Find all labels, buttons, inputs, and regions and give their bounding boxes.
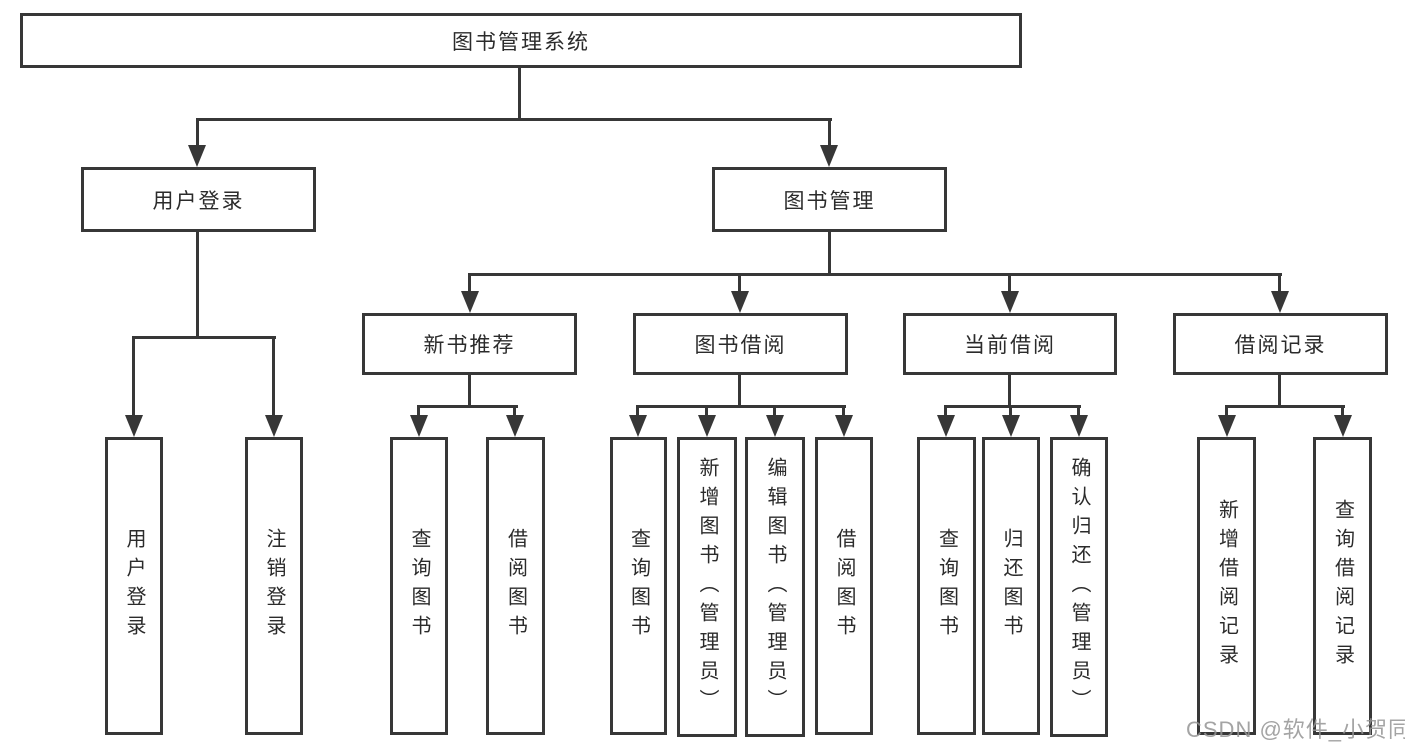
leaf-confirm-return-admin-label: 确认归还（管理员） (1068, 456, 1090, 718)
arrow-down-icon (820, 145, 838, 167)
leaf-logout-login: 注销登录 (245, 437, 303, 735)
node-root: 图书管理系统 (20, 13, 1022, 68)
leaf-add-book-admin-label: 新增图书（管理员） (696, 456, 718, 718)
node-current-borrow-label: 当前借阅 (964, 334, 1056, 357)
arrow-down-icon (731, 291, 749, 313)
leaf-return-book: 归还图书 (982, 437, 1040, 735)
leaf-borrow-books-label: 借阅图书 (833, 528, 855, 644)
connector-line (468, 374, 471, 408)
leaf-query-books-recommend-label: 查询图书 (408, 528, 430, 644)
arrow-down-icon (629, 415, 647, 437)
connector-line (468, 273, 1282, 276)
arrow-down-icon (265, 415, 283, 437)
connector-line (196, 231, 199, 339)
arrow-down-icon (1218, 415, 1236, 437)
connector-line (196, 118, 832, 121)
leaf-query-books-current-label: 查询图书 (935, 528, 958, 644)
arrow-down-icon (1001, 291, 1019, 313)
leaf-edit-book-admin: 编辑图书（管理员） (745, 437, 805, 737)
leaf-query-borrow-record: 查询借阅记录 (1313, 437, 1372, 735)
connector-line (636, 405, 846, 408)
leaf-borrow-books-recommend-label: 借阅图书 (504, 528, 527, 644)
arrow-down-icon (698, 415, 716, 437)
node-book-borrow-label: 图书借阅 (694, 334, 787, 357)
node-book-management: 图书管理 (712, 167, 947, 232)
connector-line (828, 231, 831, 276)
connector-line (132, 336, 135, 421)
node-borrow-records-label: 借阅记录 (1234, 334, 1327, 357)
node-root-label: 图书管理系统 (452, 30, 590, 54)
connector-line (518, 67, 521, 121)
leaf-add-book-admin: 新增图书（管理员） (677, 437, 737, 737)
connector-line (1225, 405, 1345, 408)
node-book-management-label: 图书管理 (783, 189, 876, 213)
connector-line (1008, 374, 1011, 408)
leaf-borrow-books-recommend: 借阅图书 (486, 437, 545, 735)
leaf-add-borrow-record-label: 新增借阅记录 (1215, 499, 1238, 673)
connector-line (417, 405, 518, 408)
leaf-add-borrow-record: 新增借阅记录 (1197, 437, 1256, 735)
node-current-borrow: 当前借阅 (903, 313, 1117, 375)
connector-line (468, 273, 471, 298)
connector-line (132, 336, 276, 339)
arrow-down-icon (835, 415, 853, 437)
node-new-book-recommend: 新书推荐 (362, 313, 577, 375)
connector-line (944, 405, 1081, 408)
connector-line (828, 118, 831, 153)
arrow-down-icon (1070, 415, 1088, 437)
leaf-query-borrow-record-label: 查询借阅记录 (1331, 499, 1354, 673)
node-book-borrow: 图书借阅 (633, 313, 848, 375)
leaf-query-books-current: 查询图书 (917, 437, 976, 735)
arrow-down-icon (1334, 415, 1352, 437)
arrow-down-icon (188, 145, 206, 167)
leaf-confirm-return-admin: 确认归还（管理员） (1050, 437, 1108, 737)
leaf-query-books-recommend: 查询图书 (390, 437, 448, 735)
node-user-login: 用户登录 (81, 167, 316, 232)
arrow-down-icon (766, 415, 784, 437)
arrow-down-icon (461, 291, 479, 313)
leaf-borrow-books: 借阅图书 (815, 437, 873, 735)
connector-line (1008, 273, 1011, 298)
arrow-down-icon (937, 415, 955, 437)
leaf-user-login-label: 用户登录 (123, 528, 145, 644)
leaf-logout-login-label: 注销登录 (263, 528, 285, 644)
node-new-book-recommend-label: 新书推荐 (423, 334, 516, 357)
connector-line (1278, 374, 1281, 408)
node-user-login-label: 用户登录 (152, 189, 245, 213)
arrow-down-icon (506, 415, 524, 437)
node-borrow-records: 借阅记录 (1173, 313, 1388, 375)
leaf-edit-book-admin-label: 编辑图书（管理员） (764, 456, 786, 718)
connector-line (196, 118, 199, 153)
arrow-down-icon (1271, 291, 1289, 313)
connector-line (272, 336, 275, 421)
connector-line (738, 374, 741, 408)
leaf-return-book-label: 归还图书 (1000, 528, 1022, 644)
leaf-query-books-borrow: 查询图书 (610, 437, 667, 735)
leaf-query-books-borrow-label: 查询图书 (627, 528, 650, 644)
arrow-down-icon (410, 415, 428, 437)
connector-line (738, 273, 741, 298)
csdn-watermark: CSDN @软件_小贺同学 (1186, 717, 1405, 742)
arrow-down-icon (1002, 415, 1020, 437)
leaf-user-login: 用户登录 (105, 437, 163, 735)
arrow-down-icon (125, 415, 143, 437)
connector-line (1278, 273, 1281, 298)
